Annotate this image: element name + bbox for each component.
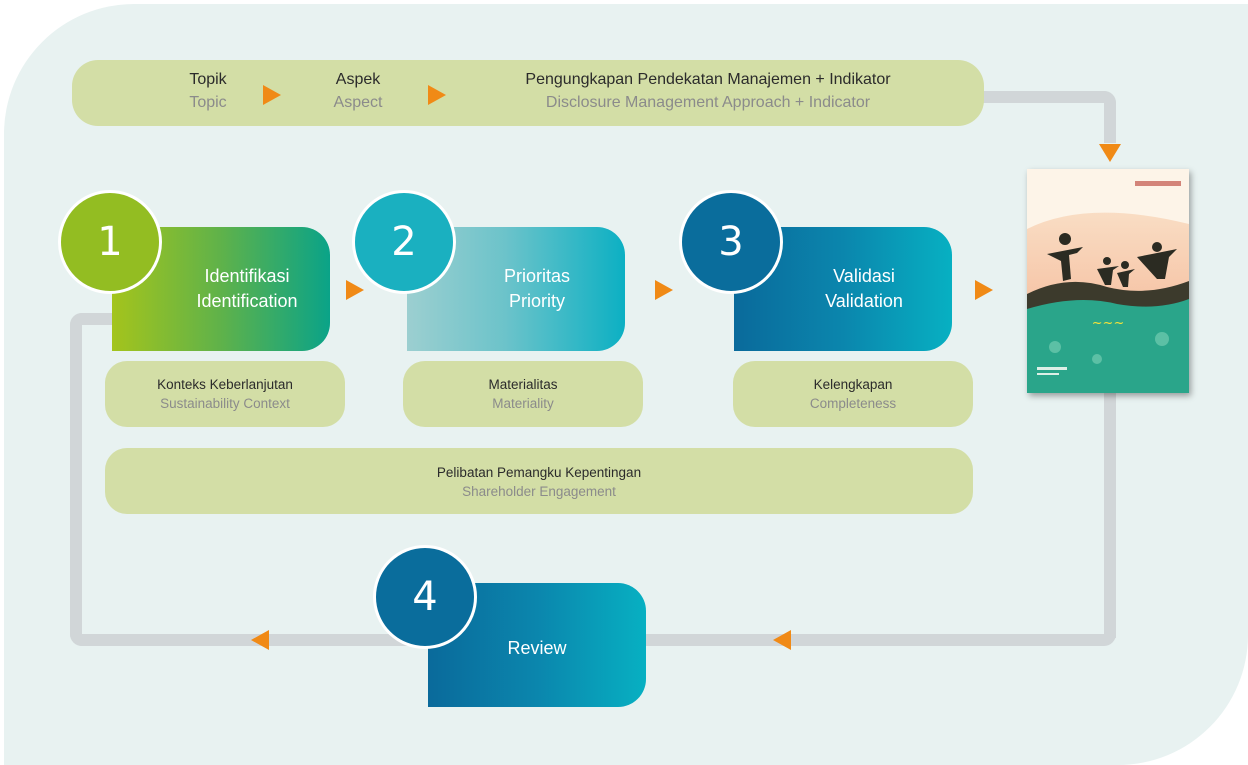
sub-1-en: Sustainability Context [160,396,290,411]
step-1-label-en: Identification [196,291,298,311]
loop-line-right-lower [1104,390,1116,638]
report-cover-illustration: ~~~ [1027,169,1189,393]
arrow-left-icon [251,630,269,650]
report-cover-image: ~~~ [1027,169,1189,393]
arrow-right-icon [655,280,673,300]
disclosure-label-id: Pengungkapan Pendekatan Manajemen + Indi… [525,71,891,88]
step-2-label-id: Prioritas [503,266,570,286]
sub-2-en: Materiality [492,396,554,411]
step-1-label-id: Identifikasi [204,266,290,286]
arrow-right-icon [975,280,993,300]
sub-3-id: Kelengkapan [813,377,893,392]
aspect-label-en: Aspect [333,94,383,111]
arrow-right-icon [346,280,364,300]
step-2-label-en: Priority [508,291,565,311]
sub-1-id: Konteks Keberlanjutan [157,377,293,392]
loop-line-right [1104,91,1116,143]
sub-2-id: Materialitas [488,377,558,392]
stakeholder-engagement-pill [105,448,973,514]
topic-label-en: Topic [189,94,227,111]
loop-line-left [70,313,82,646]
materiality-pill [403,361,643,427]
step-2-number: 2 [352,190,456,294]
step-3-number: 3 [679,190,783,294]
step-4-label-en: Review [507,637,567,658]
sustainability-context-pill [105,361,345,427]
loop-line-left-top [70,313,122,325]
svg-text:~~~: ~~~ [1092,316,1125,331]
step-1-number: 1 [58,190,162,294]
step-4-number: 4 [373,545,477,649]
completeness-pill [733,361,973,427]
topic-label-id: Topik [189,71,227,88]
step-3-label-id: Validasi [833,266,895,286]
arrow-right-icon [263,85,281,105]
engagement-label-id: Pelibatan Pemangku Kepentingan [436,465,642,480]
arrow-left-icon [773,630,791,650]
aspect-label-id: Aspek [335,71,381,88]
engagement-label-en: Shareholder Engagement [462,484,616,499]
sub-3-en: Completeness [809,396,897,411]
step-3-label-en: Validation [825,291,903,311]
arrow-down-icon [1099,144,1121,162]
disclosure-label-en: Disclosure Management Approach + Indicat… [545,94,871,111]
arrow-right-icon [428,85,446,105]
top-flow-bar [72,60,984,126]
